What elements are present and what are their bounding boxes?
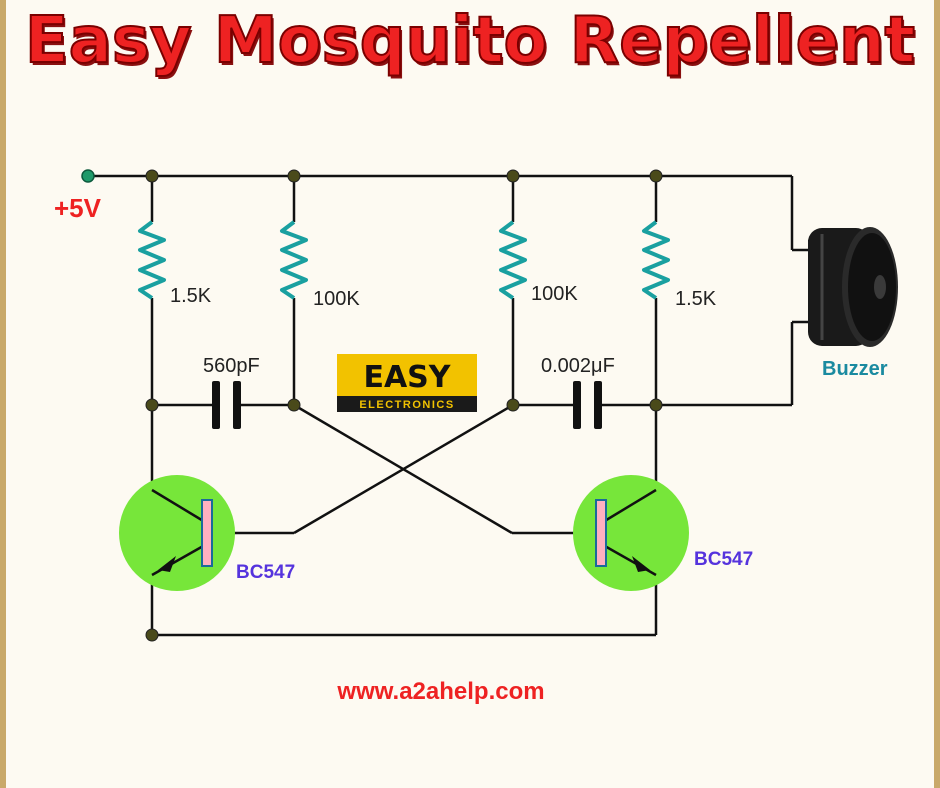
transistor-q2-label: BC547 <box>694 549 753 570</box>
resistor-r3 <box>499 220 527 300</box>
capacitor-c1-label: 560pF <box>203 355 260 377</box>
capacitor-c2-label: 0.002μF <box>541 355 615 377</box>
resistor-r1 <box>138 220 166 300</box>
resistor-r1-label: 1.5K <box>170 285 212 307</box>
resistor-r2-label: 100K <box>313 288 360 310</box>
capacitor-c1 <box>212 381 220 429</box>
resistor-r3-label: 100K <box>531 283 578 305</box>
capacitor-c2 <box>573 381 581 429</box>
logo-bottom-text: ELECTRONICS <box>359 399 454 411</box>
transistor-q1-label: BC547 <box>236 562 295 583</box>
resistors <box>138 220 670 300</box>
buzzer-label: Buzzer <box>822 358 888 380</box>
diagram-title: Easy Mosquito Repellent <box>24 3 916 79</box>
capacitors <box>212 381 602 429</box>
supply-terminal <box>81 169 95 183</box>
resistor-r4 <box>642 220 670 300</box>
logo-top-text: EASY <box>363 360 451 395</box>
easy-electronics-logo: EASY ELECTRONICS <box>337 354 477 412</box>
supply-label: +5V <box>54 193 102 223</box>
resistor-r2 <box>280 220 308 300</box>
transistor-q1 <box>119 475 235 591</box>
resistor-r4-label: 1.5K <box>675 288 717 310</box>
wires <box>88 174 808 637</box>
buzzer-icon <box>808 227 898 347</box>
transistor-q2 <box>573 475 689 591</box>
junction-nodes <box>145 169 663 642</box>
website-url: www.a2ahelp.com <box>336 678 544 705</box>
